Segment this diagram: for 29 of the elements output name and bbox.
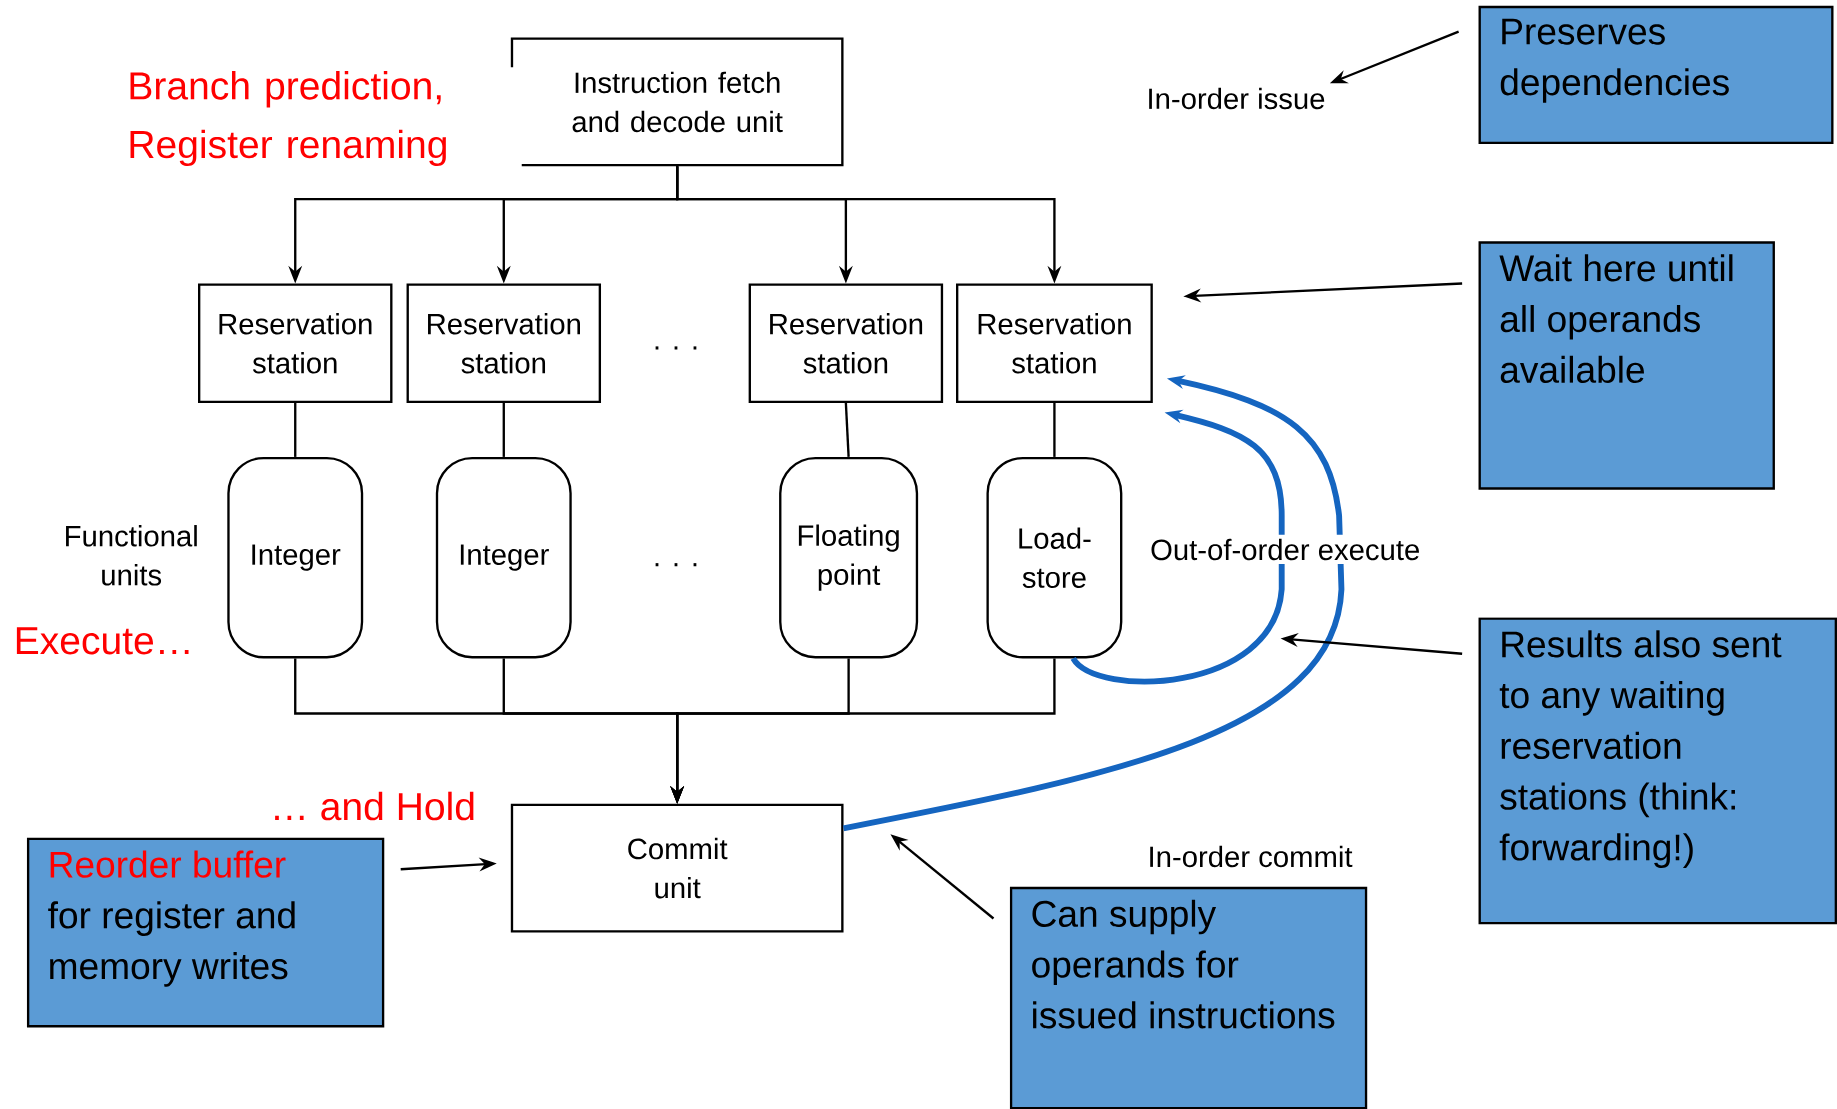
annotation: Branch prediction, Register renaming	[123, 66, 522, 170]
functional-unit-box: Integer	[227, 456, 364, 659]
functional-unit-box: Load-store	[986, 456, 1123, 659]
label-text: Functional units	[49, 520, 214, 590]
connector-line	[844, 402, 850, 457]
ellipsis: . . .	[649, 559, 703, 570]
unit-box: Instruction fetch and decode unit	[510, 37, 844, 167]
connector-line	[294, 402, 297, 457]
unit-box: Reservation station	[406, 283, 601, 403]
note-box: Wait here until all operands available	[1478, 241, 1775, 490]
note-box: Preserves dependencies	[1478, 5, 1834, 144]
functional-unit-box: Integer	[435, 456, 572, 659]
connector-line	[1053, 402, 1056, 457]
unit-box: Reservation station	[748, 283, 944, 403]
label-text: In-order commit	[1143, 841, 1357, 871]
annotation: … and Hold	[265, 787, 480, 825]
curved-arrow	[842, 375, 1345, 831]
unit-box: Reservation station	[956, 283, 1153, 403]
unit-box: Commit unit	[510, 803, 844, 933]
ellipsis: . . .	[649, 342, 703, 354]
note-box: Reorder buffer for register and memory writes	[26, 837, 385, 1028]
annotation: Execute…	[9, 623, 198, 659]
label-text: In-order issue	[1149, 87, 1325, 109]
note-box: Can supply operands for issued instructions	[1009, 886, 1368, 1109]
label-text: Out-of-order execute	[1146, 534, 1425, 564]
connector-line	[502, 402, 505, 457]
functional-unit-box: Floating point	[779, 456, 919, 659]
note-box: Results also sent to any waiting reservation stations (think: forwarding!)	[1478, 617, 1837, 925]
unit-box: Reservation station	[198, 283, 393, 403]
